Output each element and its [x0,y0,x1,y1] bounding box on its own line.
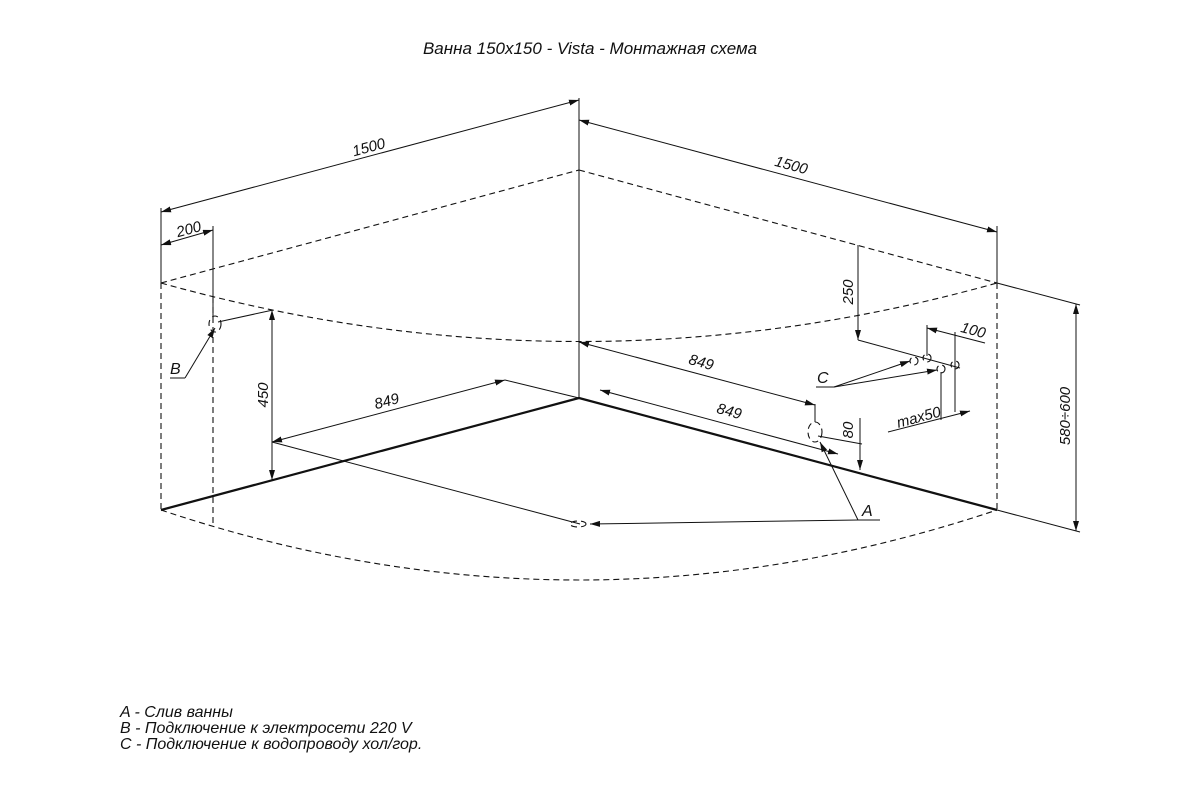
svg-text:849: 849 [687,351,716,374]
svg-text:80: 80 [840,421,857,438]
legend: A - Слив ванны B - Подключение к электро… [120,705,422,753]
dimension-b-height: 450 [217,309,275,480]
svg-text:250: 250 [840,279,857,306]
svg-text:1500: 1500 [773,153,810,178]
svg-text:C: C [817,370,829,387]
svg-text:450: 450 [255,382,272,408]
dimension-width-right: 1500 [578,119,998,283]
dimension-width-left: 1500 [160,99,580,283]
svg-text:100: 100 [959,319,988,342]
legend-item-b: B - Подключение к электросети 220 V [120,720,412,737]
diagram-title: Ванна 150х150 - Vista - Монтажная схема [423,39,757,58]
marker-a-drain: A 80 [569,404,880,528]
svg-text:200: 200 [174,218,204,241]
svg-text:849: 849 [373,390,402,413]
legend-item-a: A - Слив ванны [120,704,233,721]
svg-text:B: B [170,361,181,378]
dimension-b-offset: 200 [160,218,214,318]
dimension-drain-right: 849 849 [578,341,839,455]
marker-b-electric: B [170,315,222,379]
marker-c-water: 250 C 100 max50 [816,245,988,433]
svg-text:max50: max50 [895,403,944,431]
svg-text:580÷600: 580÷600 [1057,386,1074,445]
svg-text:A: A [861,503,873,520]
dimension-drain-left: 849 [271,379,581,525]
legend-item-c: C - Подключение к водопроводу хол/гор. [120,736,423,753]
svg-text:849: 849 [715,400,744,423]
dimension-total-height: 580÷600 [996,282,1081,533]
